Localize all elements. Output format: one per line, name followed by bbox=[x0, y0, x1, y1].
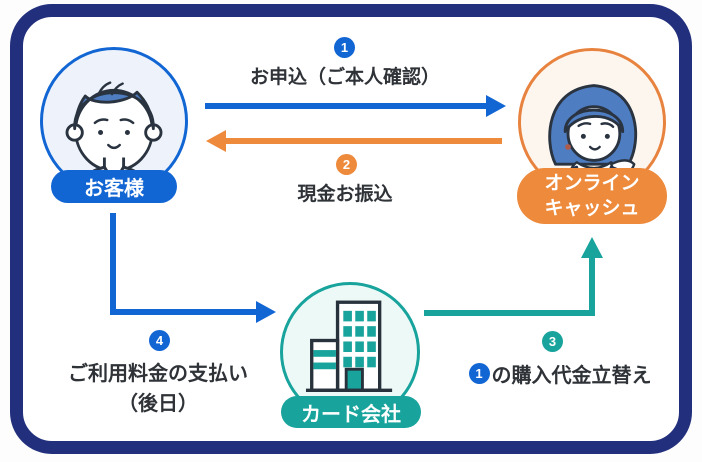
step4-number-badge: 4 bbox=[149, 330, 170, 351]
step4-label-line2: （後日） bbox=[118, 393, 198, 415]
step3-label: 1 の購入代金立替え bbox=[437, 359, 683, 388]
step3-label-text: の購入代金立替え bbox=[491, 365, 652, 387]
online-cash-label: オンライン キャッシュ bbox=[517, 168, 667, 224]
online-cash-label-line2: キャッシュ bbox=[544, 198, 640, 219]
step4-label: ご利用料金の支払い （後日） bbox=[38, 359, 278, 419]
step4-label-line1: ご利用料金の支払い bbox=[68, 363, 248, 385]
card-company-label-text: カード会社 bbox=[301, 403, 401, 426]
step1-reference-badge: 1 bbox=[468, 363, 490, 384]
building-icon bbox=[305, 300, 393, 392]
step1-number-badge: 1 bbox=[334, 37, 355, 58]
step2-number-badge: 2 bbox=[336, 154, 357, 175]
step2-label: 現金お振込 bbox=[297, 184, 393, 205]
customer-label: お客様 bbox=[51, 170, 177, 203]
step3-number-badge: 3 bbox=[542, 331, 563, 352]
customer-label-text: お客様 bbox=[84, 178, 144, 200]
step1-label: お申込（ご本人確認） bbox=[249, 67, 440, 88]
card-company-label: カード会社 bbox=[281, 396, 421, 428]
online-cash-label-line1: オンライン bbox=[544, 173, 640, 194]
